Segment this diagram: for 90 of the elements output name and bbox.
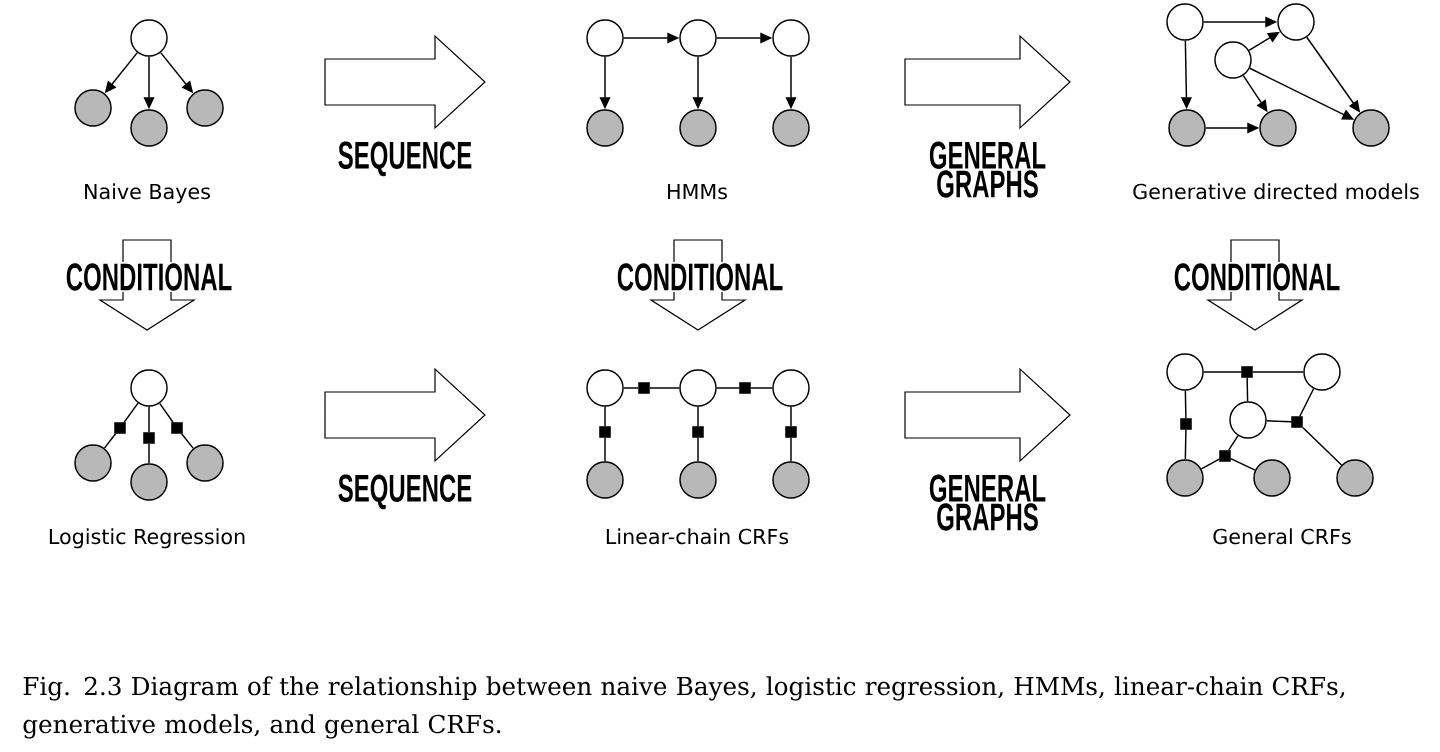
factor-square [1180, 418, 1192, 430]
factor-square [171, 422, 183, 434]
connector-line [148, 443, 150, 464]
edge-label: SEQUENCE [338, 141, 472, 177]
variable-circle [1229, 401, 1267, 439]
connector-line [1252, 371, 1304, 373]
variable-circle [130, 369, 168, 407]
connector-line [180, 433, 195, 450]
edge-label: CONDITIONAL [64, 261, 234, 292]
model-label: HMMs [668, 183, 727, 200]
model-label: Logistic Regression [49, 528, 245, 549]
connector-line [1200, 458, 1220, 470]
connector-line [1246, 377, 1249, 402]
edge-label: SEQUENCE [338, 474, 472, 510]
variable-circle [1336, 459, 1374, 497]
connector-line [697, 437, 699, 462]
block-arrow [324, 367, 486, 463]
edge-label: GENERAL GRAPHS [929, 141, 1046, 198]
factor-square [114, 422, 126, 434]
connector-line [790, 406, 792, 427]
connector-line [1266, 420, 1292, 423]
connector-line [1230, 457, 1256, 471]
factor-square [739, 382, 751, 394]
arrow [1248, 31, 1280, 52]
edge-label: CONDITIONAL [1172, 261, 1342, 292]
variable-circle [772, 19, 810, 57]
factor-square [1291, 416, 1303, 428]
connector-line [716, 387, 740, 389]
connector-line [148, 406, 150, 433]
connector-line [604, 406, 606, 427]
variable-circle [130, 109, 168, 147]
factor-square [1219, 450, 1231, 462]
factor-square [785, 426, 797, 438]
connector-line [1299, 388, 1315, 417]
variable-circle [772, 369, 810, 407]
factor-square [599, 426, 611, 438]
variable-circle [74, 89, 112, 127]
variable-circle [679, 369, 717, 407]
connector-line [750, 387, 773, 389]
connector-line [697, 406, 699, 427]
block-arrow [904, 34, 1071, 130]
model-label: Generative directed models [1133, 183, 1419, 200]
model-label: Linear-chain CRFs [606, 528, 789, 545]
connector-line [1302, 426, 1343, 466]
connector-line [790, 437, 792, 462]
connector-line [1184, 390, 1187, 419]
edge-label: CONDITIONAL [615, 261, 785, 292]
variable-circle [586, 109, 624, 147]
connector-line [103, 433, 117, 449]
variable-circle [1214, 41, 1252, 79]
variable-circle [679, 461, 717, 499]
caption: Fig. 2.3 Diagram of the relationship between naive Bayes, logistic regression, HMMs, linear-chain CRFs, generative models, and general CRFs. [23, 676, 1345, 739]
connector-line [159, 402, 174, 423]
variable-circle [586, 19, 624, 57]
variable-circle [1259, 109, 1297, 147]
variable-circle [1277, 3, 1315, 41]
variable-circle [679, 109, 717, 147]
variable-circle [1253, 459, 1291, 497]
variable-circle [586, 461, 624, 499]
factor-square [638, 382, 650, 394]
factor-square [1241, 366, 1253, 378]
variable-circle [74, 444, 112, 482]
edge-label: GENERAL GRAPHS [929, 474, 1046, 531]
variable-circle [1303, 353, 1341, 391]
factor-square [692, 426, 704, 438]
variable-circle [586, 369, 624, 407]
connector-line [123, 402, 139, 423]
variable-circle [1168, 109, 1206, 147]
variable-circle [679, 19, 717, 57]
connector-line [649, 387, 680, 389]
variable-circle [1352, 109, 1390, 147]
connector-line [1203, 371, 1242, 373]
block-arrow [324, 34, 486, 130]
factor-square [143, 432, 155, 444]
model-label: General CRFs [1213, 528, 1351, 545]
block-arrow [904, 367, 1071, 463]
model-label: Naive Bayes [85, 183, 210, 204]
variable-circle [186, 89, 224, 127]
variable-circle [130, 19, 168, 57]
connector-line [604, 437, 606, 462]
variable-circle [1166, 353, 1204, 391]
variable-circle [186, 444, 224, 482]
connector-line [1184, 429, 1187, 460]
variable-circle [1166, 459, 1204, 497]
connector-line [1227, 435, 1239, 451]
variable-circle [1166, 3, 1204, 41]
variable-circle [772, 461, 810, 499]
variable-circle [772, 109, 810, 147]
variable-circle [130, 463, 168, 501]
connector-line [623, 387, 639, 389]
